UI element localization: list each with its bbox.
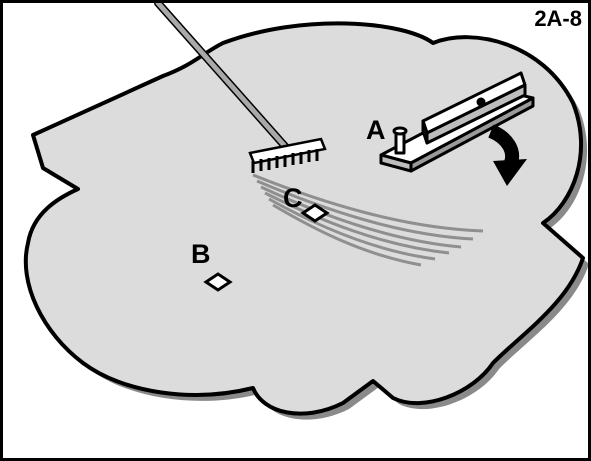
tool-a	[379, 71, 535, 173]
marker-c	[300, 203, 330, 223]
label-a: A	[366, 115, 386, 145]
rake-head	[248, 137, 327, 173]
label-c: C	[283, 183, 303, 213]
illustration	[23, 3, 588, 420]
figure-id-label: 2A-8	[534, 6, 582, 31]
label-b: B	[191, 239, 211, 269]
rotation-arrow-icon	[487, 124, 527, 186]
marker-b	[203, 272, 233, 292]
rake-grooves	[252, 173, 484, 267]
